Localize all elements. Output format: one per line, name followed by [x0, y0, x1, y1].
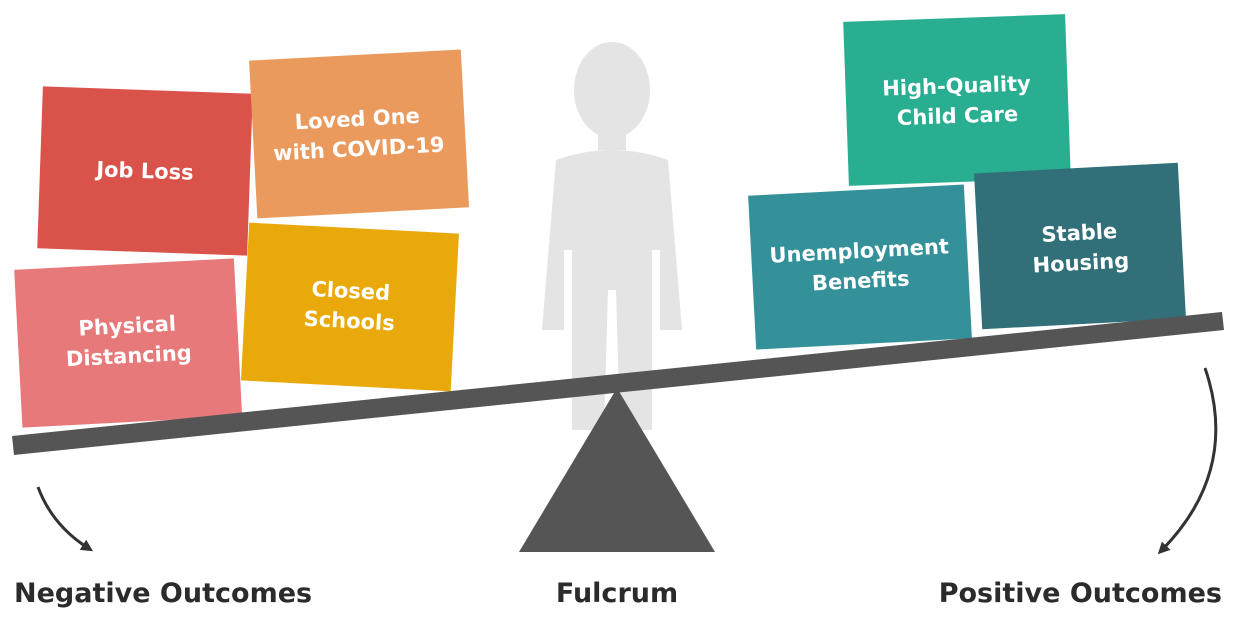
block-loved-one: Loved One with COVID-19: [249, 49, 470, 219]
negative-outcomes-label: Negative Outcomes: [14, 578, 312, 609]
child-silhouette-icon: [542, 42, 682, 430]
curved-arrow-down-right-icon: [1157, 367, 1218, 555]
block-job-loss-label: Job Loss: [94, 157, 194, 184]
block-stable-housing-label-line2: Housing: [1032, 248, 1130, 277]
block-unemployment-label-line2: Benefits: [811, 266, 910, 295]
block-job-loss: Job Loss: [37, 86, 253, 256]
block-child-care-label-line2: Child Care: [897, 102, 1019, 130]
positive-outcomes-label: Positive Outcomes: [939, 578, 1222, 609]
block-stable-housing-label-line1: Stable: [1041, 219, 1118, 247]
block-physical-distancing-label-line1: Physical: [78, 311, 177, 340]
block-closed-schools-label-line1: Closed: [311, 277, 391, 305]
block-closed-schools-label-line2: Schools: [303, 307, 395, 336]
fulcrum-triangle: [519, 388, 715, 552]
block-closed-schools: Closed Schools: [240, 222, 459, 392]
block-child-care-label-line1: High-Quality: [882, 71, 1032, 100]
block-stable-housing: Stable Housing: [974, 162, 1186, 330]
curved-arrow-down-left-icon: [36, 486, 94, 552]
block-unemployment-benefits: Unemployment Benefits: [748, 184, 972, 350]
seesaw-beam: [12, 312, 1224, 455]
block-child-care: High-Quality Child Care: [843, 14, 1071, 186]
block-physical-distancing: Physical Distancing: [14, 258, 243, 428]
fulcrum-label: Fulcrum: [556, 578, 678, 609]
